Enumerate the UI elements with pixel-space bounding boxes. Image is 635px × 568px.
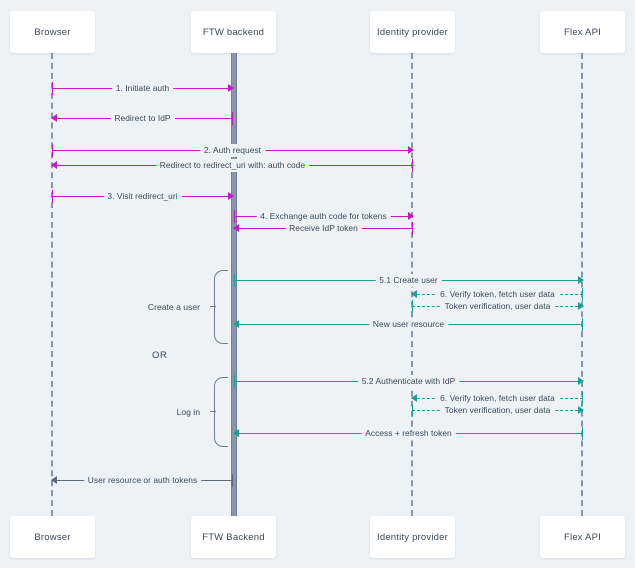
arrowhead-left-icon [411,289,417,298]
message-label: 6. Verify token, fetch user data [436,392,559,405]
participant-box-ftw-bottom[interactable]: FTW Backend [191,516,276,558]
participant-label: FTW backend [202,26,265,38]
participant-box-browser-bottom[interactable]: Browser [10,516,95,558]
arrowhead-left-icon [233,223,239,232]
arrowhead-left-icon [233,319,239,328]
arrowhead-right-icon [408,211,414,220]
participant-box-flex-top[interactable]: Flex API [540,11,625,53]
group-separator-or: OR [152,350,168,361]
arrowhead-right-icon [408,145,414,154]
participant-label: Flex API [564,26,601,38]
message-label: 4. Exchange auth code for tokens [256,210,391,223]
participant-label: Browser [34,26,71,38]
participant-box-idp-top[interactable]: Identity provider [370,11,455,53]
message-label: 1. Initiate auth [111,82,174,95]
message-label: Token verification, user data [440,404,555,417]
message-label: 5.2 Authenticate with IdP [357,375,460,388]
group-label-log-in: Log in [176,407,200,417]
message-5-2-authenticate-with-idp[interactable]: 5.2 Authenticate with IdP [234,375,584,388]
participant-label: Identity provider [377,26,448,38]
participant-box-ftw-top[interactable]: FTW backend [191,11,276,53]
brace-nib [210,411,216,413]
arrowhead-right-icon [578,376,584,385]
arrowhead-left-icon [233,428,239,437]
message-label: User resource or auth tokens [83,474,202,487]
message-label: Redirect to redirect_uri with: auth code [155,159,310,172]
message-label: Redirect to IdP [110,112,175,125]
arrowhead-right-icon [578,301,584,310]
message-1-initiate-auth[interactable]: 1. Initiate auth [52,82,234,95]
message-access-refresh-token[interactable]: Access + refresh token [233,427,583,440]
arrowhead-right-icon [228,83,234,92]
participant-box-browser-top[interactable]: Browser [10,11,95,53]
message-label: 2. Auth request [199,144,266,157]
participant-label: Identity provider [377,531,448,543]
message-6-verify-token-login[interactable]: 6. Verify token, fetch user data [411,392,583,405]
participant-label: Flex API [564,531,601,543]
participant-box-idp-bottom[interactable]: Identity provider [370,516,455,558]
message-4-exchange-auth-code[interactable]: 4. Exchange auth code for tokens [234,210,414,223]
group-brace-log-in [210,377,228,447]
message-label: Receive IdP token [285,222,362,235]
message-redirect-to-idp[interactable]: Redirect to IdP [51,112,233,125]
arrowhead-left-icon [51,160,57,169]
lifeline-flex [581,53,583,516]
group-brace-create-a-user [210,270,228,344]
participant-label: Browser [34,531,71,543]
message-3-visit-redirect-uri[interactable]: 3. Visit redirect_uri [52,190,234,203]
message-user-resource-or-auth-tokens[interactable]: User resource or auth tokens [51,474,233,487]
brace-nib [210,306,216,308]
message-label: 6. Verify token, fetch user data [436,288,559,301]
message-5-1-create-user[interactable]: 5.1 Create user [234,274,584,287]
message-token-verification-login[interactable]: Token verification, user data [412,404,584,417]
message-6-verify-token-create[interactable]: 6. Verify token, fetch user data [411,288,583,301]
message-label: Token verification, user data [440,300,555,313]
participant-label: FTW Backend [202,531,265,543]
lifeline-browser [51,53,53,516]
participant-box-flex-bottom[interactable]: Flex API [540,516,625,558]
message-new-user-resource[interactable]: New user resource [233,318,583,331]
message-label: 5.1 Create user [375,274,442,287]
arrowhead-left-icon [51,475,57,484]
message-label: 3. Visit redirect_uri [103,190,182,203]
arrowhead-right-icon [228,191,234,200]
message-redirect-to-redirect-uri[interactable]: Redirect to redirect_uri with: auth code [51,159,413,172]
message-token-verification-create[interactable]: Token verification, user data [412,300,584,313]
message-label: Access + refresh token [361,427,456,440]
message-2-auth-request[interactable]: 2. Auth request [52,144,414,157]
message-label: New user resource [368,318,449,331]
group-label-create-a-user: Create a user [147,302,200,312]
arrowhead-left-icon [411,393,417,402]
arrowhead-left-icon [51,113,57,122]
arrowhead-right-icon [578,405,584,414]
message-receive-idp-token[interactable]: Receive IdP token [233,222,413,235]
arrowhead-right-icon [578,275,584,284]
